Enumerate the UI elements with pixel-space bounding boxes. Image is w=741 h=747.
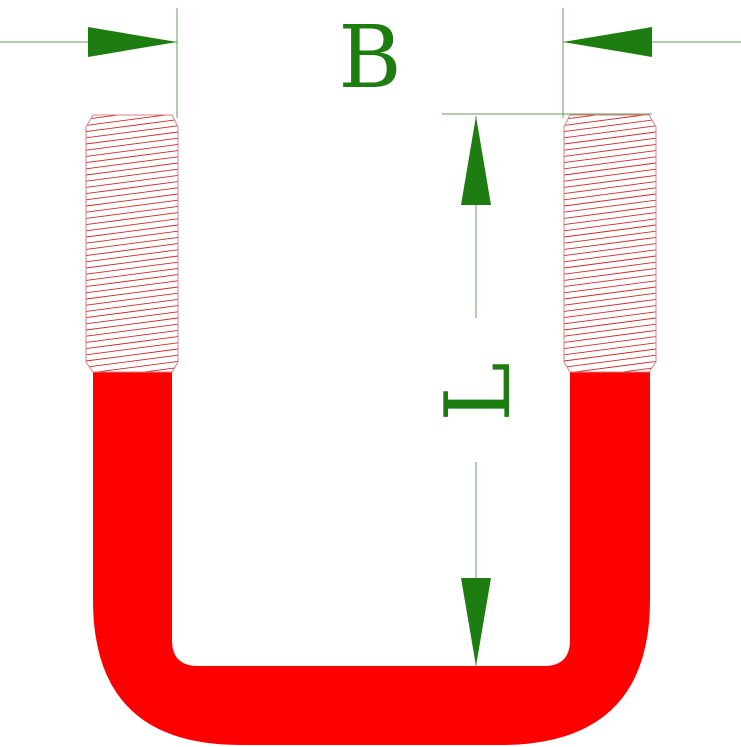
thread-hatch-line [86,137,178,151]
thread-hatch-line [86,323,178,337]
thread-hatch-line [564,261,656,275]
thread-hatch-line [564,230,656,244]
thread-hatch-line [564,255,656,269]
thread-hatch-line [86,143,178,157]
thread-hatch-line [86,205,178,219]
thread-hatch-line [86,199,178,213]
length-dimension: L [426,116,531,666]
thread-hatch-line [564,243,656,257]
thread-hatch-line [86,150,178,164]
thread-hatch-line [86,274,178,288]
thread-hatch-line [564,267,656,281]
thread-hatch-line [86,255,178,269]
u-bolt-body [93,372,650,745]
thread-hatch-line [564,218,656,232]
thread-hatch-line [86,101,178,113]
thread-hatch-line [86,168,178,182]
thread-hatch-line [86,267,178,281]
thread-hatch-line [86,298,178,312]
thread-hatch-line [564,329,656,343]
dimension-label-b: B [338,8,401,108]
thread-hatch-line [564,143,656,157]
thread-hatch-line [86,218,178,232]
thread-hatch-line [86,336,178,350]
thread-hatch-line [564,119,656,133]
thread-hatch-line [86,224,178,238]
thread-hatch-line [86,187,178,201]
thread-hatch-line [564,367,656,372]
arrowhead-left [563,27,652,57]
thread-hatch-line [564,156,656,170]
thread-hatch-line [86,280,178,294]
thread-hatch-line [564,317,656,331]
thread-hatch-line [564,193,656,207]
thread-hatch-line [86,348,178,362]
width-dimension: B [0,8,741,108]
thread-hatch-line [86,162,178,176]
thread-hatch-line [564,137,656,151]
thread-hatch-line [86,131,178,145]
thread-hatch-line [86,236,178,250]
thread-hatch-line [564,274,656,288]
thread-hatch-line [564,323,656,337]
thread-hatch-line [564,342,656,356]
thread-hatch-line [564,354,656,368]
arrowhead-right [88,27,177,57]
thread-hatch-line [86,119,178,133]
thread-hatch-line [564,131,656,145]
thread-hatch-line [86,354,178,368]
thread-hatch-line [564,280,656,294]
thread-hatch-line [86,243,178,257]
thread-hatch-line [564,348,656,362]
thread-hatch-line [564,224,656,238]
thread-hatch-line [564,168,656,182]
thread-hatch-line [86,174,178,188]
thread-hatch-line [86,261,178,275]
thread-hatch-line [564,298,656,312]
thread-hatch-line [564,125,656,139]
thread-hatch-line [86,311,178,325]
thread-hatch-line [86,292,178,306]
right-thread [563,101,657,373]
thread-hatch-line [86,181,178,195]
thread-hatch-line [564,174,656,188]
thread-hatch-line [86,286,178,300]
thread-hatch-line [86,230,178,244]
thread-hatch-line [86,367,178,372]
thread-hatch-line [564,101,656,113]
thread-hatch-line [86,212,178,226]
thread-hatch-line [564,115,656,120]
thread-hatch-line [86,317,178,331]
left-thread [85,101,179,373]
thread-hatch-line [86,156,178,170]
thread-hatch-line [564,212,656,226]
thread-hatch-line [564,311,656,325]
thread-hatch-line [564,199,656,213]
thread-hatch-line [564,360,656,372]
thread-hatch-line [564,305,656,319]
thread-hatch-line [564,292,656,306]
thread-hatch-line [564,236,656,250]
arrowhead-up [461,116,491,205]
thread-hatch-line [564,162,656,176]
thread-hatch-line [564,205,656,219]
thread-hatch-line [86,125,178,139]
thread-hatch-line [564,150,656,164]
thread-hatch-line [564,286,656,300]
arrowhead-down [461,578,491,666]
thread-hatch-line [86,329,178,343]
thread-hatch-line [86,115,178,120]
thread-hatch-line [86,342,178,356]
thread-hatch-line [86,193,178,207]
thread-hatch-line [86,360,178,372]
thread-hatch-line [564,187,656,201]
thread-hatch-line [564,181,656,195]
thread-hatch-line [86,305,178,319]
thread-hatch-line [564,249,656,263]
thread-hatch-line [564,336,656,350]
dimension-label-l: L [426,362,531,422]
thread-hatch-line [86,249,178,263]
